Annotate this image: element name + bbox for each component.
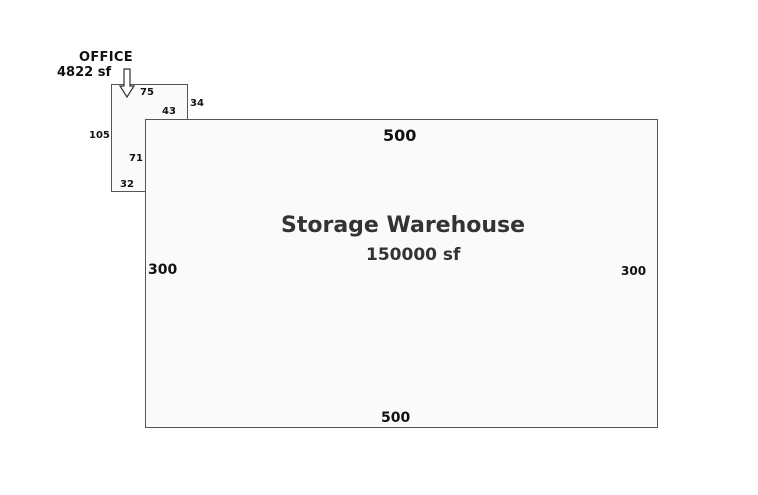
down-arrow-icon — [118, 68, 136, 99]
office-dim-right: 34 — [190, 98, 204, 109]
office-dim-bottom: 32 — [120, 179, 134, 190]
office-label: OFFICE — [79, 50, 133, 65]
warehouse-title: Storage Warehouse — [281, 213, 526, 238]
warehouse-dim-top: 500 — [383, 126, 417, 145]
office-dim-inner: 43 — [162, 106, 176, 117]
warehouse-area: 150000 sf — [366, 245, 461, 265]
warehouse-dim-bottom: 500 — [381, 410, 411, 426]
warehouse-outline — [145, 119, 658, 428]
office-dim-left: 105 — [89, 130, 110, 141]
office-dim-mid: 71 — [129, 153, 143, 164]
office-dim-top: 75 — [140, 87, 154, 98]
warehouse-dim-right: 300 — [621, 264, 647, 278]
warehouse-dim-left: 300 — [148, 262, 178, 278]
office-area: 4822 sf — [57, 65, 112, 80]
